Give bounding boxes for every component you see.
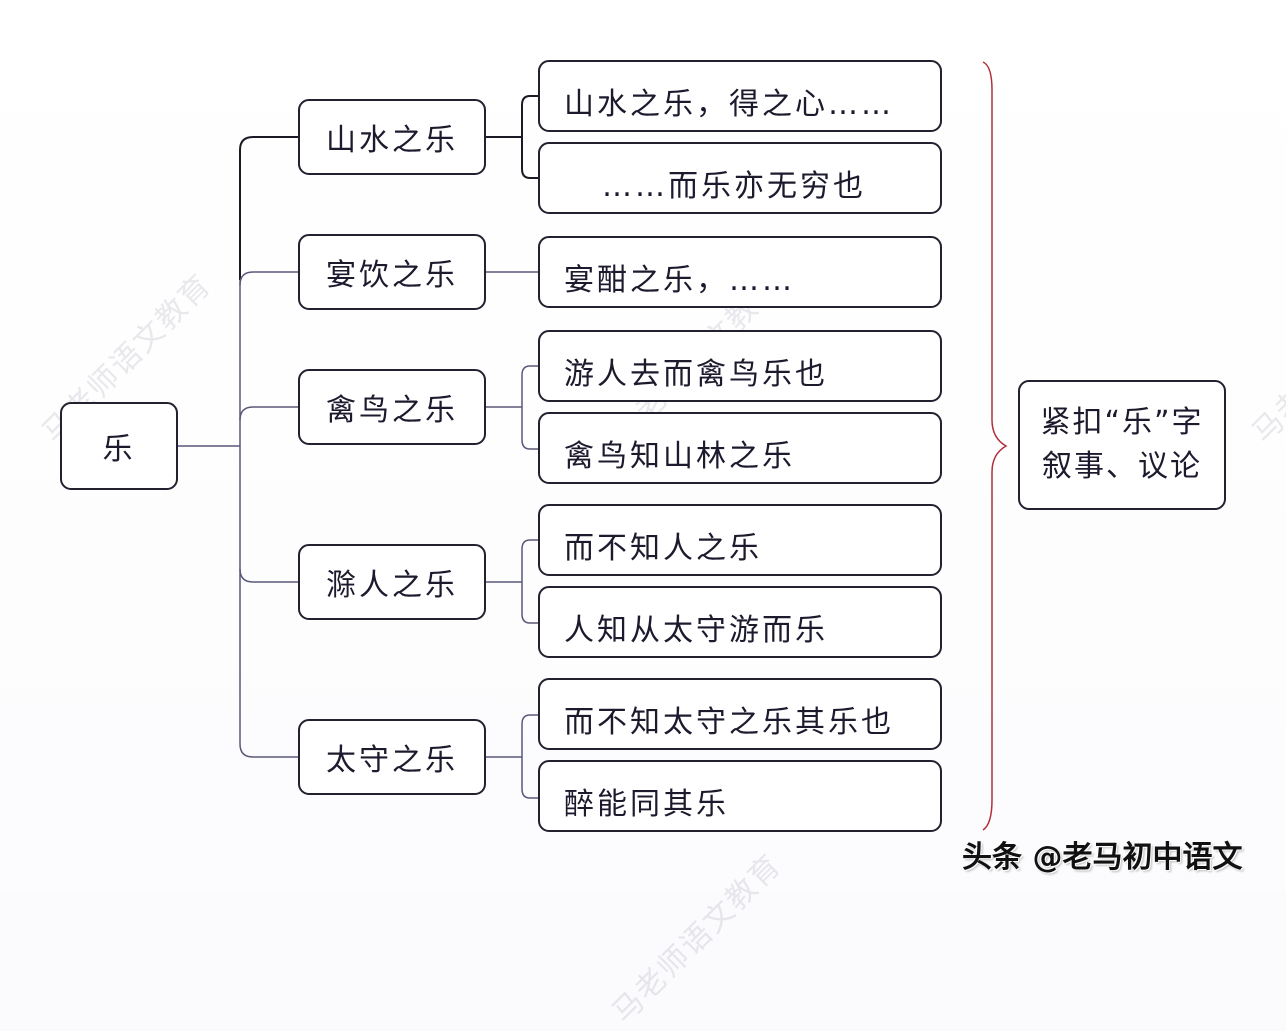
source-credit: 头条 @老马初中语文 [962,840,1243,875]
leaf-node[interactable]: 而不知太守之乐其乐也 [538,678,942,750]
leaf-connector-1 [486,95,538,179]
connector-lines [178,61,1008,831]
root-node[interactable]: 乐 [60,402,178,490]
branch-node-qinniao[interactable]: 禽鸟之乐 [298,369,486,445]
branch-label: 山水之乐 [326,123,458,158]
leaf-label: 醉能同其乐 [564,787,729,822]
summary-node[interactable]: 紧扣“乐”字 叙事、议论 [1018,380,1226,510]
branch-label: 禽鸟之乐 [326,393,458,428]
branch-node-shanshui[interactable]: 山水之乐 [298,99,486,175]
leaf-node[interactable]: ……而乐亦无穷也 [538,142,942,214]
branch-node-churen[interactable]: 滁人之乐 [298,544,486,620]
leaf-node[interactable]: 游人去而禽鸟乐也 [538,330,942,402]
leaf-label: ……而乐亦无穷也 [602,169,866,204]
leaf-label: 人知从太守游而乐 [564,613,828,648]
leaf-label: 禽鸟知山林之乐 [564,439,795,474]
leaf-connector-5 [486,714,538,799]
branch-connector-2 [239,271,298,286]
leaf-node[interactable]: 醉能同其乐 [538,760,942,832]
leaf-label: 宴酣之乐，…… [564,263,795,298]
leaf-node[interactable]: 而不知人之乐 [538,504,942,576]
leaf-node[interactable]: 禽鸟知山林之乐 [538,412,942,484]
trunk-line-top [239,136,298,280]
branch-node-taishou[interactable]: 太守之乐 [298,719,486,795]
leaf-node[interactable]: 人知从太守游而乐 [538,586,942,658]
leaf-connector-3 [486,365,538,450]
leaf-label: 游人去而禽鸟乐也 [564,357,828,392]
leaf-connector-4 [486,539,538,624]
branch-label: 太守之乐 [326,743,458,778]
trunk-line [239,280,298,758]
leaf-label: 而不知人之乐 [564,531,762,566]
branch-connector-4 [239,568,298,583]
branch-connector-3 [239,406,298,421]
leaf-label: 山水之乐，得之心…… [564,87,894,122]
root-label: 乐 [102,432,136,467]
curly-brace [982,61,1008,831]
summary-line-1: 紧扣“乐”字 [1040,405,1204,440]
branch-label: 宴饮之乐 [326,258,458,293]
leaf-node[interactable]: 宴酣之乐，…… [538,236,942,308]
branch-node-yanyin[interactable]: 宴饮之乐 [298,234,486,310]
leaf-label: 而不知太守之乐其乐也 [564,705,894,740]
branch-label: 滁人之乐 [326,568,458,603]
leaf-node[interactable]: 山水之乐，得之心…… [538,60,942,132]
summary-line-2: 叙事、议论 [1042,449,1202,484]
